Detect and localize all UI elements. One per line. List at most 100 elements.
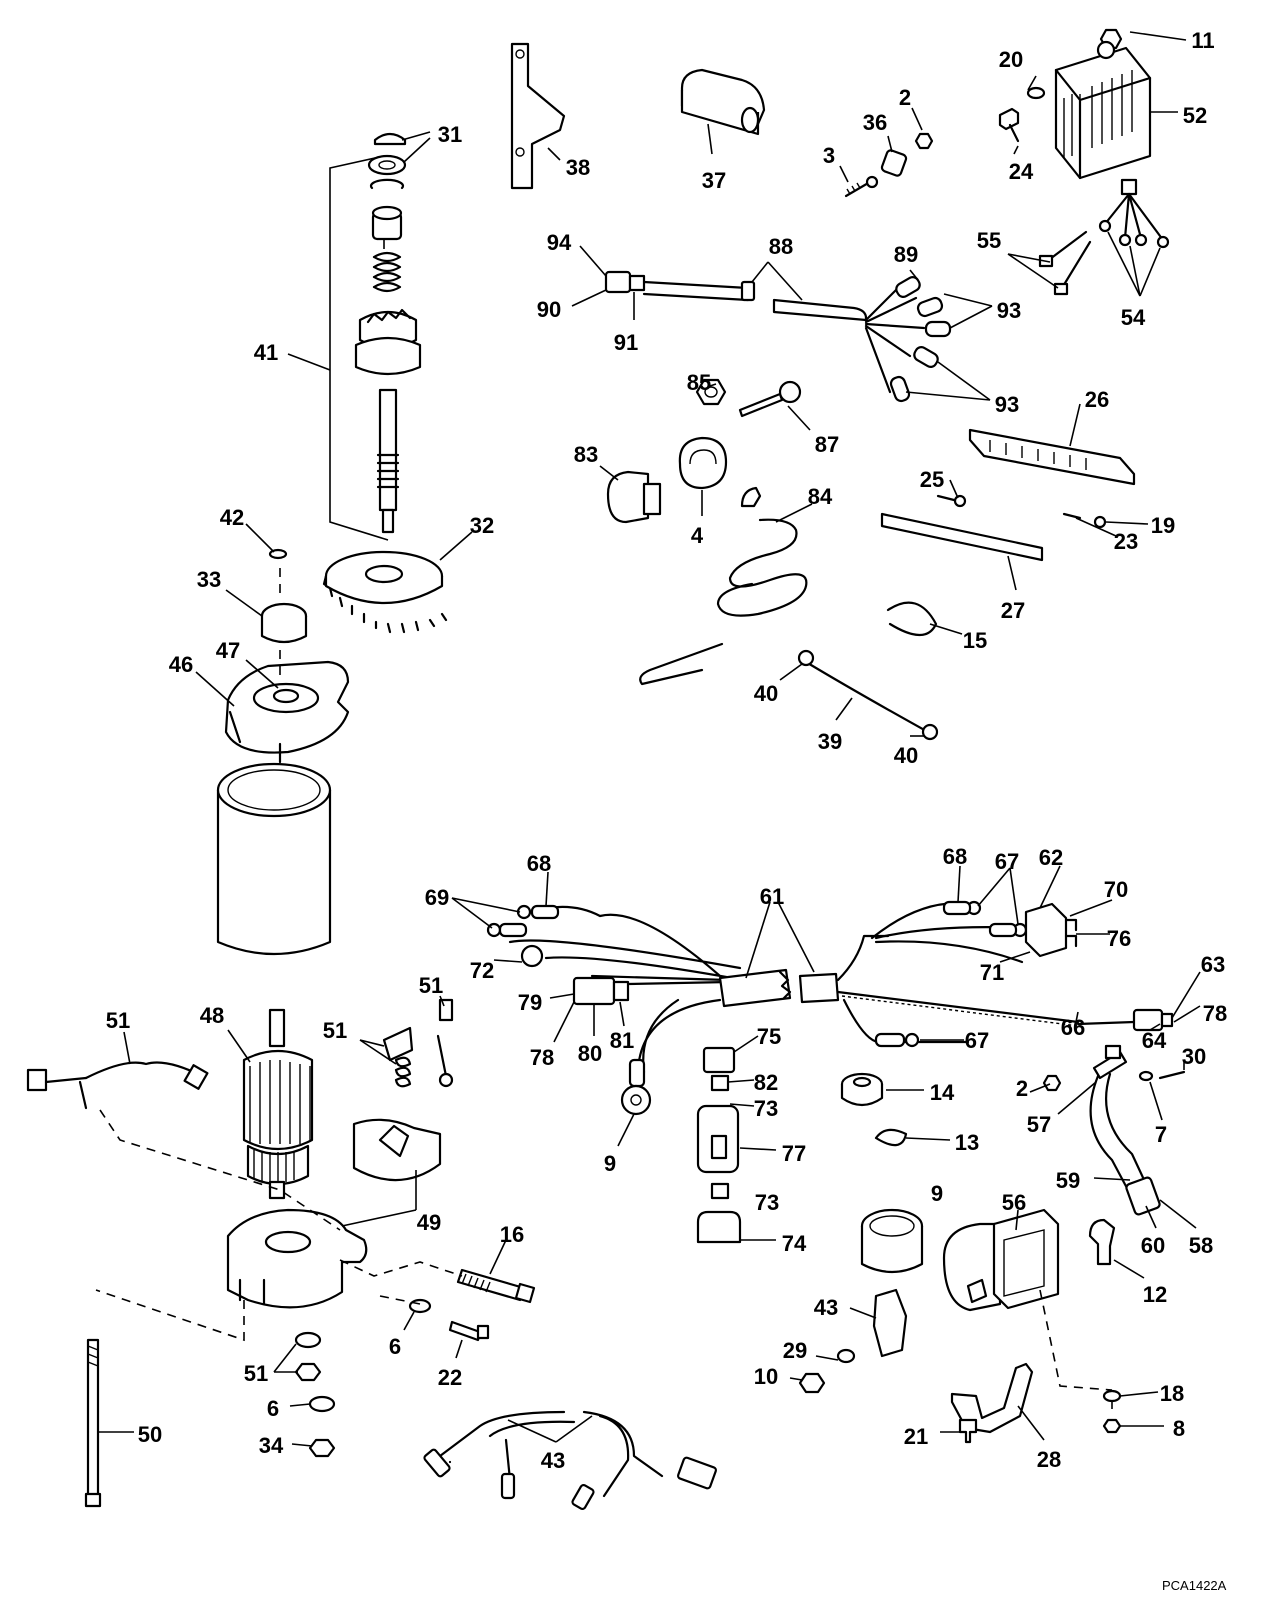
assembly-lines <box>95 240 1113 1416</box>
main-harness-61 <box>486 900 1174 1244</box>
callout-8: 8 <box>1173 1416 1185 1441</box>
callout-37: 37 <box>702 168 726 193</box>
callout-94: 94 <box>547 230 572 255</box>
callout-80: 80 <box>578 1041 602 1066</box>
callout-4: 4 <box>691 523 704 548</box>
callout-25: 25 <box>920 467 944 492</box>
callout-2: 2 <box>899 85 911 110</box>
callout-68: 68 <box>943 844 967 869</box>
callout-88: 88 <box>769 234 793 259</box>
callout-58: 58 <box>1189 1233 1213 1258</box>
nut-8 <box>1102 1418 1122 1434</box>
callout-49: 49 <box>417 1210 441 1235</box>
through-bolt-50 <box>84 1338 102 1508</box>
callout-52: 52 <box>1183 103 1207 128</box>
callout-6: 6 <box>267 1396 279 1421</box>
key-switch <box>606 378 802 524</box>
figure-code: PCA1422A <box>1162 1578 1227 1593</box>
gear-33 <box>260 548 308 644</box>
callout-3: 3 <box>823 143 835 168</box>
brush-plate-49 <box>352 1118 442 1182</box>
callout-54: 54 <box>1121 305 1146 330</box>
callout-66: 66 <box>1061 1015 1085 1040</box>
callout-43: 43 <box>814 1295 838 1320</box>
callout-78: 78 <box>1203 1001 1227 1026</box>
callout-10: 10 <box>754 1364 778 1389</box>
callout-93: 93 <box>995 392 1019 417</box>
housing-46 <box>224 660 350 764</box>
callout-47: 47 <box>216 638 240 663</box>
callout-26: 26 <box>1085 387 1109 412</box>
wire-harness-88 <box>604 270 952 403</box>
callout-93: 93 <box>997 298 1021 323</box>
bracket-38 <box>510 42 566 190</box>
callout-28: 28 <box>1037 1447 1061 1472</box>
starter-frame <box>216 762 332 956</box>
callout-51: 51 <box>323 1018 347 1043</box>
callout-57: 57 <box>1027 1112 1051 1137</box>
callout-16: 16 <box>500 1222 524 1247</box>
battery-cables-43 <box>423 1410 717 1511</box>
callout-59: 59 <box>1056 1168 1080 1193</box>
ground-strap-39 <box>797 649 939 741</box>
callout-71: 71 <box>980 960 1004 985</box>
leader-lines <box>98 31 1201 1447</box>
clip-43 <box>872 1288 908 1358</box>
callout-21: 21 <box>904 1424 928 1449</box>
callout-85: 85 <box>687 370 711 395</box>
regulator-52 <box>1054 40 1170 249</box>
washer-29 <box>836 1348 856 1364</box>
callout-56: 56 <box>1002 1190 1026 1215</box>
callout-32: 32 <box>470 513 494 538</box>
armature-48 <box>242 1008 314 1200</box>
callout-40: 40 <box>754 681 778 706</box>
washers-bottom-left <box>294 1331 336 1458</box>
callout-50: 50 <box>138 1422 162 1447</box>
callout-91: 91 <box>614 330 638 355</box>
callout-84: 84 <box>808 484 833 509</box>
callout-68: 68 <box>527 851 551 876</box>
callout-11: 11 <box>1191 28 1214 53</box>
starter-drive-assembly <box>287 132 422 541</box>
callout-62: 62 <box>1039 845 1063 870</box>
callout-9: 9 <box>604 1151 616 1176</box>
callout-19: 19 <box>1151 513 1175 538</box>
callout-75: 75 <box>757 1024 781 1049</box>
washer-18 <box>1102 1389 1122 1403</box>
callout-89: 89 <box>894 242 918 267</box>
callout-70: 70 <box>1104 877 1128 902</box>
gear-32 <box>322 550 448 634</box>
grommet-14 <box>840 1072 884 1107</box>
callout-67: 67 <box>965 1028 989 1053</box>
callout-6: 6 <box>389 1334 401 1359</box>
callout-40: 40 <box>894 743 918 768</box>
callout-31: 31 <box>438 122 462 147</box>
callout-73: 73 <box>755 1190 779 1215</box>
callout-27: 27 <box>1001 598 1025 623</box>
callout-72: 72 <box>470 958 494 983</box>
cover-37 <box>680 68 766 136</box>
callout-55: 55 <box>977 228 1001 253</box>
lanyard-84 <box>639 486 808 686</box>
nut-10 <box>798 1372 826 1394</box>
callout-12: 12 <box>1143 1282 1167 1307</box>
callout-9: 9 <box>931 1181 943 1206</box>
callout-38: 38 <box>566 155 590 180</box>
callout-2: 2 <box>1016 1076 1028 1101</box>
callout-69: 69 <box>425 885 449 910</box>
callout-87: 87 <box>815 432 839 457</box>
tie-strap-15 <box>886 601 938 637</box>
callout-76: 76 <box>1107 926 1131 951</box>
callout-18: 18 <box>1160 1381 1184 1406</box>
callout-46: 46 <box>169 652 193 677</box>
callout-13: 13 <box>955 1130 979 1155</box>
solenoid-56 <box>942 1208 1060 1312</box>
callout-39: 39 <box>818 729 842 754</box>
elbow-12 <box>1088 1218 1116 1266</box>
brush-leads-51 <box>26 998 454 1110</box>
callout-51: 51 <box>244 1361 268 1386</box>
callout-33: 33 <box>197 567 221 592</box>
callout-14: 14 <box>930 1080 955 1105</box>
